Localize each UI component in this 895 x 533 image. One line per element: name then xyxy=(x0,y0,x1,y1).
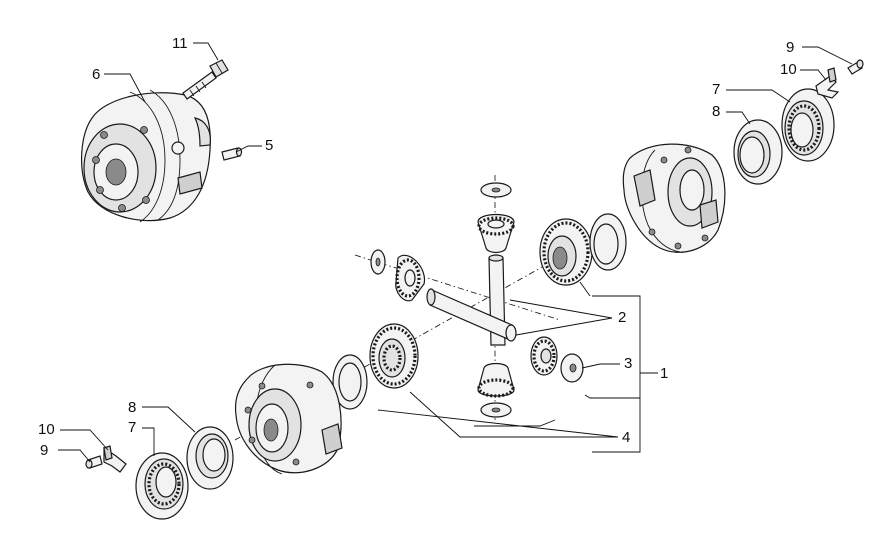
friction-washer-right xyxy=(589,213,627,271)
bolt-11 xyxy=(182,59,229,100)
callout-7-right: 7 xyxy=(712,81,720,98)
pinion-gear-right xyxy=(530,336,558,376)
thrust-washer-top xyxy=(480,182,512,198)
pinion-gear-top xyxy=(477,213,515,254)
left-housing-half xyxy=(234,363,343,475)
bearing-race-8-left xyxy=(186,426,234,490)
callout-8-left: 8 xyxy=(128,399,136,416)
side-gear-right xyxy=(539,218,593,286)
side-gear-left xyxy=(369,323,419,389)
bolt-9-left xyxy=(85,455,103,469)
callout-7-left: 7 xyxy=(128,419,136,436)
callout-9-left: 9 xyxy=(40,442,48,459)
callout-6: 6 xyxy=(92,66,100,83)
pinion-gear-bottom xyxy=(477,362,515,398)
right-housing-half xyxy=(622,143,726,253)
callout-5: 5 xyxy=(265,137,273,154)
thrust-washer-bottom xyxy=(480,402,512,418)
callout-1: 1 xyxy=(660,365,668,382)
callout-11: 11 xyxy=(172,35,188,52)
callout-8-right: 8 xyxy=(712,103,720,120)
callout-2: 2 xyxy=(618,309,626,326)
callout-4: 4 xyxy=(622,429,630,446)
pin-5 xyxy=(221,147,243,161)
cross-shaft xyxy=(426,288,517,342)
differential-housing-assembled xyxy=(81,89,211,223)
callout-labels: 11 6 5 9 10 7 8 2 3 1 4 8 7 10 9 xyxy=(38,35,797,459)
callout-10-right: 10 xyxy=(780,61,797,78)
locking-tab-10-left xyxy=(103,445,127,473)
callout-10-left: 10 xyxy=(38,421,55,438)
thrust-washer-left xyxy=(370,249,386,275)
callout-9-right: 9 xyxy=(786,39,794,56)
thrust-washer-3 xyxy=(560,353,584,383)
bolt-9-right xyxy=(847,59,864,75)
friction-washer-left xyxy=(332,354,368,410)
locking-tab-10-right xyxy=(815,67,840,99)
pinion-axis-line xyxy=(354,254,561,321)
pinion-gear-left xyxy=(395,254,426,302)
bearing-7-right xyxy=(781,88,835,162)
bearing-7-left xyxy=(135,452,189,520)
bearing-race-8-right xyxy=(733,119,783,185)
callout-3: 3 xyxy=(624,355,632,372)
leader-lines xyxy=(58,42,853,463)
